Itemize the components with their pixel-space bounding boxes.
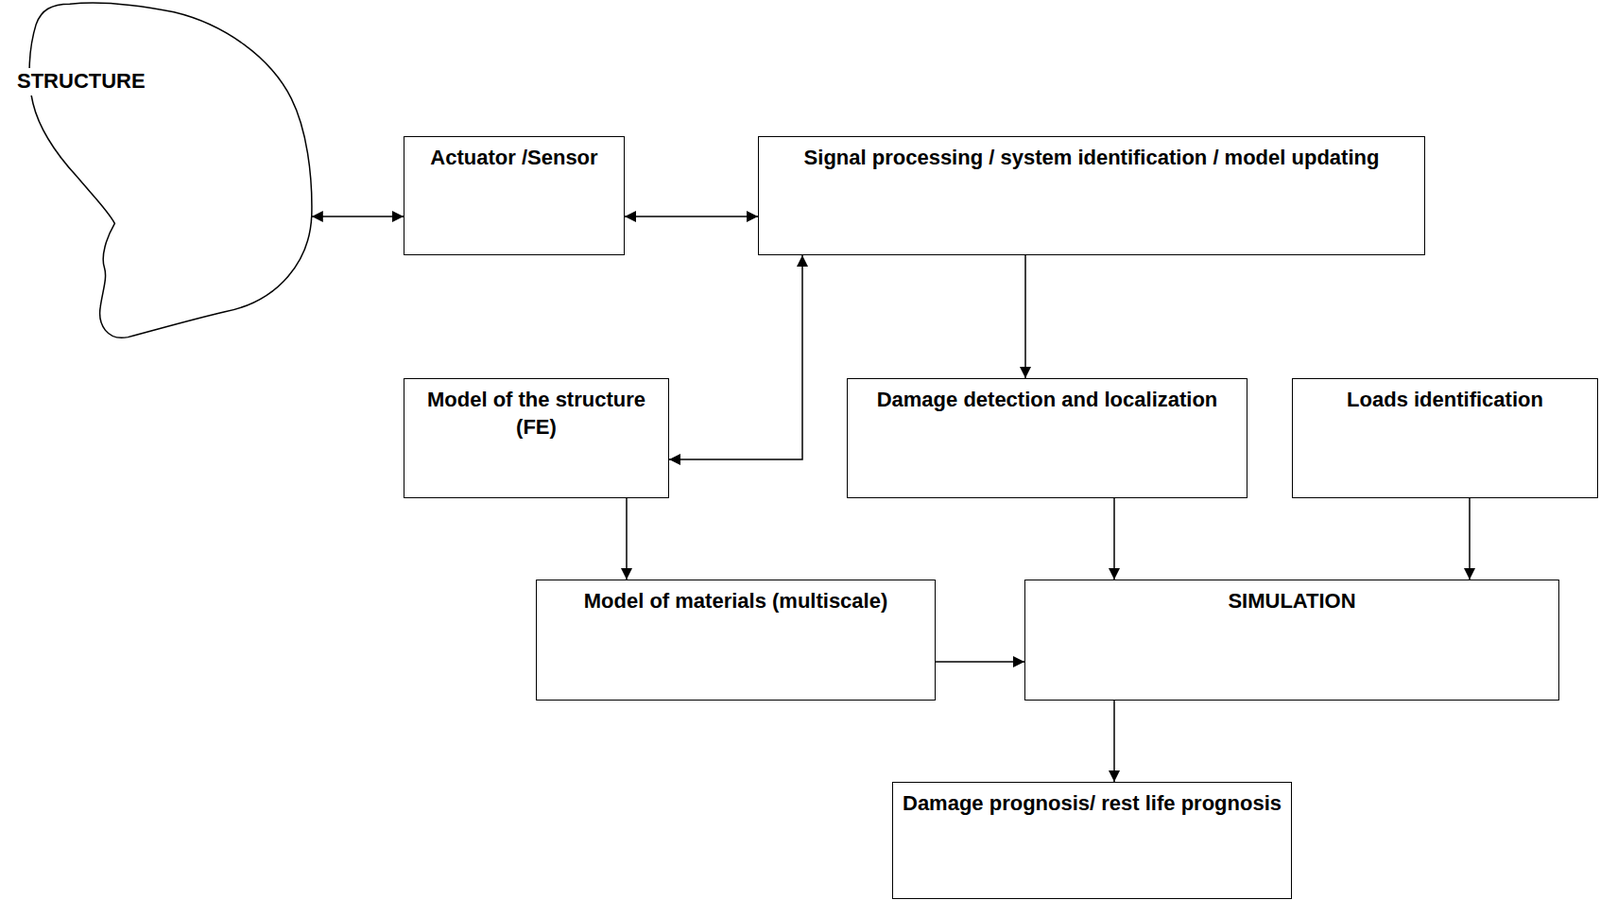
box-label: Signal processing / system identificatio… [758, 137, 1425, 173]
box-label: Damage prognosis/ rest life prognosis [893, 782, 1291, 818]
connector-arrow [935, 660, 1025, 663]
process-box: Model of materials (multiscale) [535, 579, 936, 701]
box-label: Damage detection and localization [847, 378, 1247, 414]
connector-arrow [1113, 498, 1116, 580]
process-box: Actuator /Sensor [403, 136, 625, 256]
connector-arrow [311, 215, 404, 218]
connector-arrow [1468, 498, 1471, 580]
structure-label: STRUCTURE [15, 68, 148, 96]
process-box: Signal processing / system identificatio… [757, 136, 1426, 256]
box-label: SIMULATION [1025, 580, 1559, 616]
process-box: Loads identification [1291, 378, 1599, 499]
process-box: SIMULATION [1024, 579, 1560, 701]
box-label: Actuator /Sensor [404, 137, 624, 173]
connector-arrow [624, 215, 758, 218]
box-label: Loads identification [1292, 378, 1598, 414]
connector-arrow [669, 255, 803, 460]
structure-outline: STRUCTURE [20, 1, 327, 343]
connector-arrow [1113, 700, 1116, 782]
box-label: Model of materials (multiscale) [536, 580, 935, 616]
connector-arrow [625, 498, 628, 580]
box-label: Model of the structure (FE) [404, 378, 669, 441]
connector-arrow [1024, 255, 1027, 379]
process-box: Model of the structure (FE) [403, 378, 670, 499]
process-box: Damage detection and localization [846, 378, 1248, 499]
structure-blob [20, 1, 327, 343]
process-box: Damage prognosis/ rest life prognosis [892, 781, 1292, 899]
